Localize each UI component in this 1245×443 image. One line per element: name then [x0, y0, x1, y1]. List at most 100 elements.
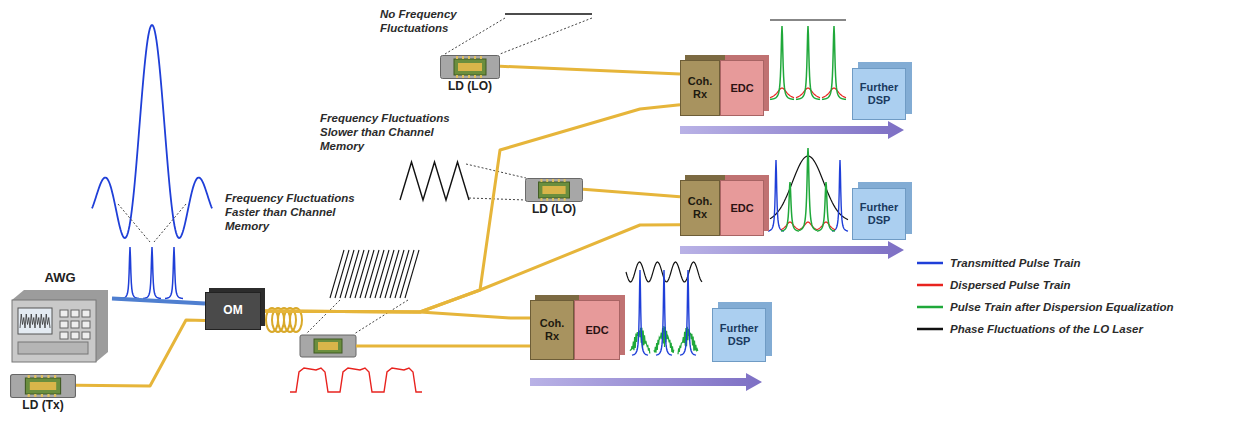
spectrum-trace	[678, 327, 698, 354]
awg-device	[82, 332, 90, 339]
awg-device	[18, 308, 52, 334]
transmitted-pulses	[165, 247, 183, 298]
flow-arrow	[530, 373, 762, 391]
laser-chip	[480, 75, 482, 78]
laser-diode: LD (LO)	[440, 55, 500, 95]
pulse-zoom	[154, 204, 186, 242]
fast-phase-trace	[306, 250, 419, 334]
laser-chip	[546, 179, 548, 182]
fiber-connector	[112, 299, 205, 304]
legend-text: Phase Fluctuations of the LO Laser	[950, 323, 1143, 335]
node-label: LD (Tx)	[22, 399, 63, 413]
laser-chip	[34, 375, 36, 378]
flat-phase-trace	[505, 13, 592, 15]
flow-arrow	[680, 241, 904, 259]
pulse-zoom	[92, 25, 212, 238]
laser-chip	[552, 179, 554, 182]
dsp-block: Further DSP	[852, 188, 906, 240]
annotation-text: Frequency Fluctuations Faster than Chann…	[225, 192, 375, 233]
node-label: EDC	[730, 82, 753, 95]
transmitted-pulses	[143, 247, 161, 298]
spectrum-trace	[796, 88, 820, 98]
fast-phase-trace	[405, 250, 419, 298]
spectrum-trace	[770, 20, 846, 99]
flat-phase-trace	[445, 18, 505, 54]
waveform-generator: AWG	[8, 270, 112, 365]
legend-swatch	[916, 258, 944, 268]
lo-laser-chip	[300, 335, 356, 357]
lo-laser-chip	[300, 335, 356, 357]
laser-chip	[34, 394, 36, 397]
spectrum-trace	[626, 262, 702, 355]
awg-device	[60, 310, 68, 317]
legend-swatch-line	[917, 328, 943, 331]
laser-chip	[47, 375, 49, 378]
laser-chip	[441, 56, 500, 79]
laser-chip	[440, 55, 500, 79]
transmitted-pulses	[121, 247, 139, 298]
fiber-line	[356, 345, 530, 348]
laser-chip	[558, 198, 560, 201]
awg-device	[12, 300, 96, 362]
pulse-zoom	[92, 25, 212, 242]
slow-phase-trace	[469, 198, 526, 200]
awg-device	[71, 310, 79, 317]
fiber-connector	[500, 66, 680, 74]
coherent-receiver: Coh. Rx	[680, 60, 720, 116]
node-label: AWG	[44, 271, 75, 286]
laser-chip	[474, 75, 476, 78]
laser-diode: LD (LO)	[525, 178, 583, 218]
laser-chip	[540, 179, 542, 182]
spectrum-trace	[822, 88, 846, 98]
node-label: OM	[223, 304, 242, 318]
spectrum-trace	[680, 270, 696, 355]
legend-row: Pulse Train after Dispersion Equalizatio…	[916, 296, 1173, 318]
node-label: LD (LO)	[448, 80, 492, 94]
fiber-connector	[583, 189, 680, 197]
spectrum-trace	[817, 182, 835, 231]
fast-phase-trace	[354, 300, 408, 334]
laser-chip	[54, 375, 56, 378]
dispersed-pulses	[290, 368, 422, 392]
dispersion-compensator: EDC	[574, 300, 620, 360]
spectrum-trace	[768, 148, 848, 231]
laser-chip	[458, 63, 482, 71]
laser-chip	[462, 75, 464, 78]
spectrum-trace	[770, 88, 794, 98]
laser-chip	[25, 378, 60, 394]
dispersion-compensator: EDC	[720, 60, 764, 116]
laser-chip	[552, 198, 554, 201]
awg-device	[71, 332, 79, 339]
legend-swatch	[916, 302, 944, 312]
legend-swatch-line	[917, 284, 943, 287]
legend-text: Pulse Train after Dispersion Equalizatio…	[950, 301, 1173, 313]
awg-device	[12, 290, 108, 362]
legend-row: Phase Fluctuations of the LO Laser	[916, 318, 1173, 340]
node-label: LD (LO)	[532, 203, 576, 217]
slow-phase-trace	[400, 162, 526, 200]
node-label: Coh. Rx	[685, 75, 715, 100]
laser-chip	[41, 394, 43, 397]
laser-chip	[564, 198, 566, 201]
laser-chip	[11, 375, 76, 398]
flow-arrow	[530, 121, 904, 391]
laser-chip	[542, 186, 565, 194]
spectrum-trace	[770, 19, 846, 20]
dispersed-pulses	[290, 368, 334, 392]
node-label: EDC	[585, 324, 608, 337]
fiber-connector	[261, 311, 530, 318]
spectrum-trace	[770, 26, 794, 99]
node-label: Coh. Rx	[535, 317, 569, 342]
legend-swatch	[916, 324, 944, 334]
dispersed-pulses	[334, 368, 378, 392]
laser-chip	[525, 178, 583, 202]
laser-chip	[474, 56, 476, 59]
legend: Transmitted Pulse TrainDispersed Pulse T…	[916, 252, 1173, 340]
flat-phase-trace	[445, 14, 592, 54]
transmitted-pulses	[121, 247, 183, 298]
spectrum-trace	[817, 222, 835, 230]
node-label: Coh. Rx	[685, 195, 715, 220]
